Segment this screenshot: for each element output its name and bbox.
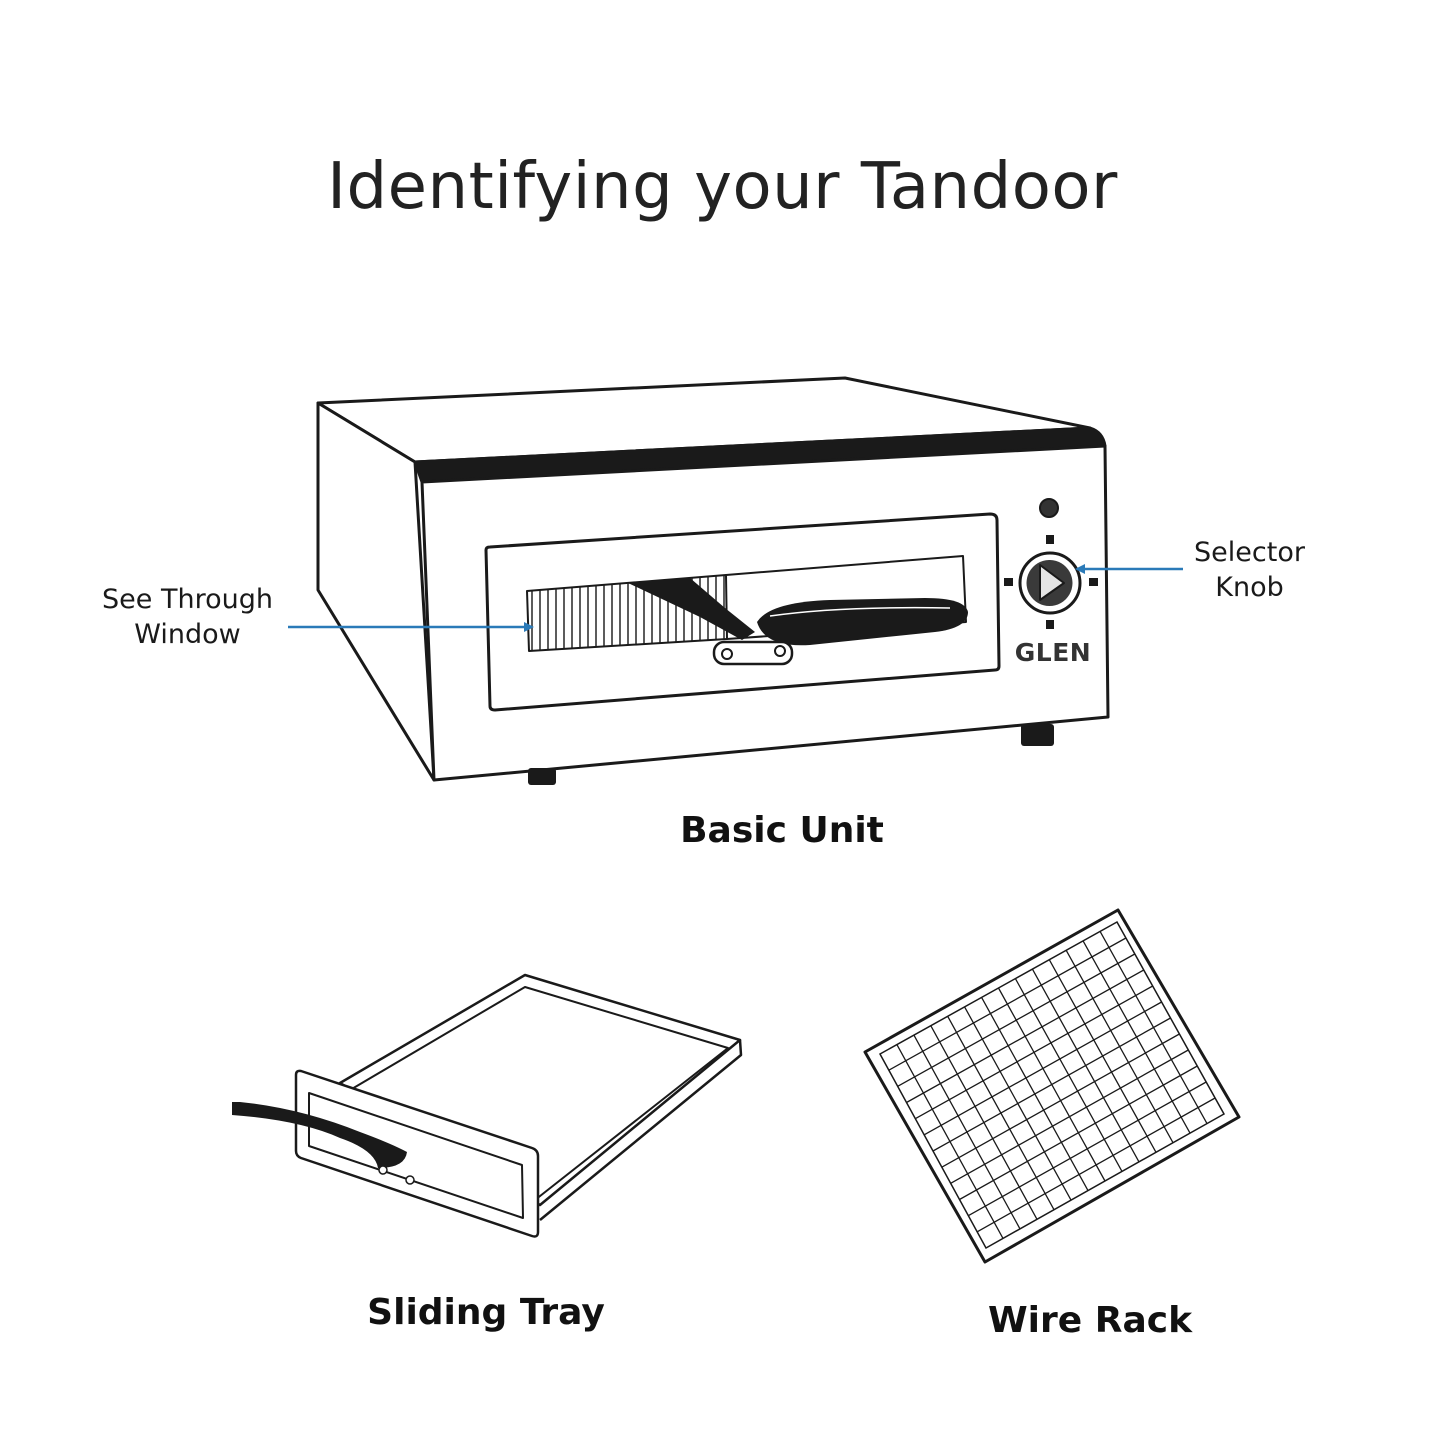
window-callout-line1: See Through <box>102 584 273 615</box>
window-callout-line2: Window <box>134 619 241 650</box>
wire-rack-illustration <box>863 908 1241 1264</box>
sliding-tray-caption: Sliding Tray <box>367 1292 605 1333</box>
page-title: Identifying your Tandoor <box>327 150 1118 224</box>
wire-rack-caption: Wire Rack <box>987 1300 1193 1341</box>
basic-unit-illustration <box>316 376 1110 785</box>
glen-brand-logo: GLEN <box>1014 638 1092 667</box>
window-callout-label: See Through Window <box>95 582 280 652</box>
knob-callout-line2: Knob <box>1215 572 1284 603</box>
basic-unit-caption: Basic Unit <box>680 810 884 851</box>
sliding-tray-illustration <box>232 973 743 1238</box>
knob-callout-line1: Selector <box>1194 537 1305 568</box>
knob-callout-label: Selector Knob <box>1182 535 1317 605</box>
